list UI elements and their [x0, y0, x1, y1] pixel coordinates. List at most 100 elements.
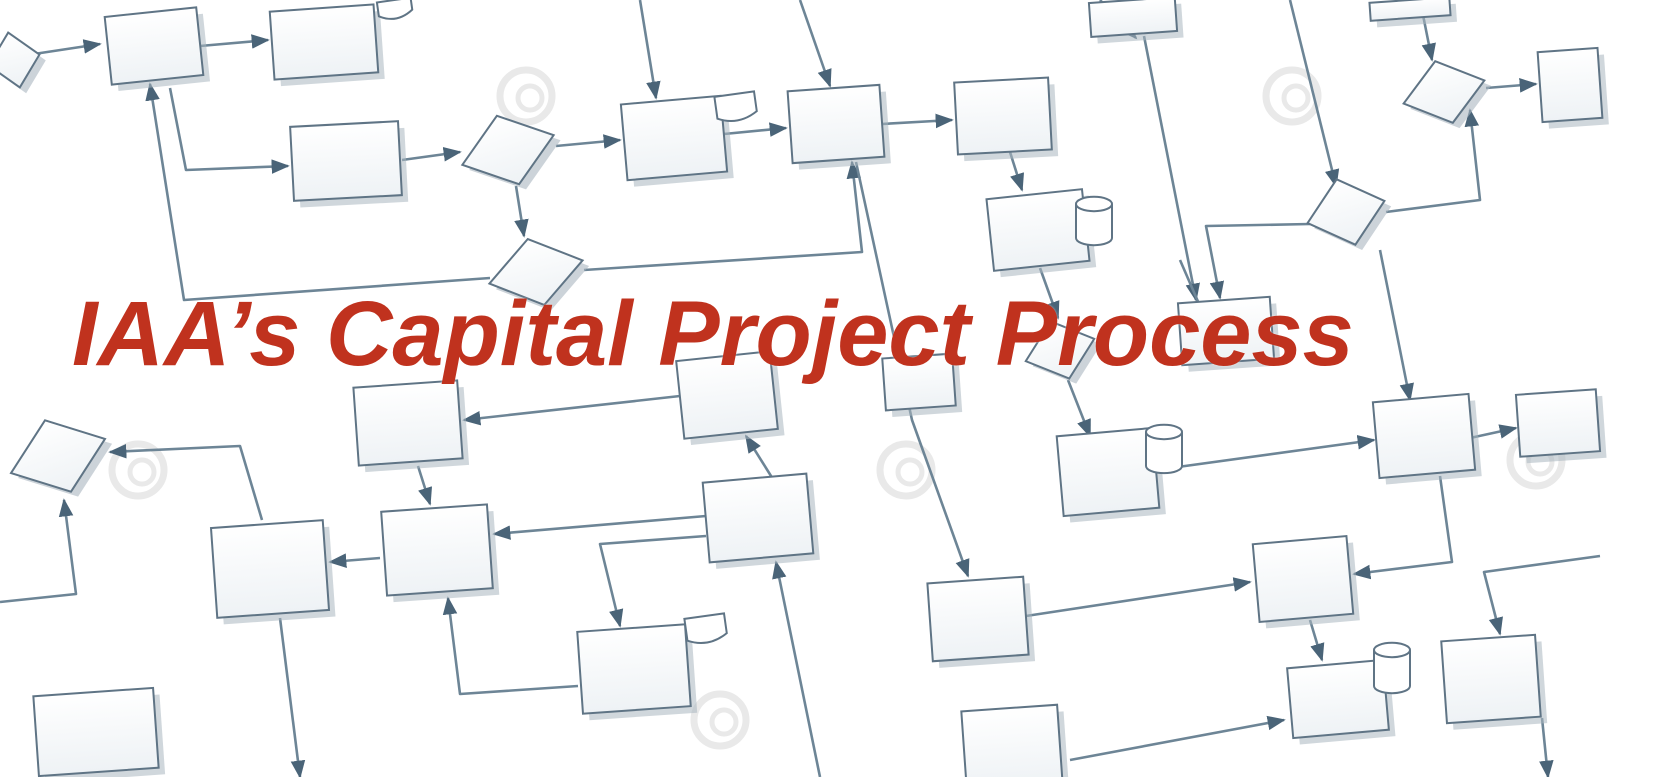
process-box — [32, 686, 166, 777]
decision-diamond-face — [1402, 60, 1486, 124]
process-box — [103, 6, 211, 91]
connector-arrow — [1378, 249, 1414, 402]
connector-arrow — [854, 161, 970, 578]
process-box-face — [1251, 534, 1355, 624]
connector-arrow — [598, 534, 707, 628]
watermark-swirl-inner — [895, 457, 925, 487]
connector-arrow — [1485, 78, 1538, 93]
process-box-face — [209, 519, 331, 619]
watermark-swirl — [876, 440, 936, 500]
decision-diamond — [1306, 178, 1392, 251]
connector-arrow — [1025, 577, 1252, 618]
connector-arrow — [416, 465, 433, 506]
process-box — [881, 352, 963, 417]
process-box-face — [1440, 633, 1542, 725]
process-box — [1368, 0, 1458, 28]
process-box-face — [960, 703, 1064, 777]
process-box — [289, 120, 409, 208]
database-cylinder — [1075, 195, 1113, 247]
connector-arrow — [1142, 35, 1200, 302]
process-box — [352, 379, 470, 473]
decision-diamond-face — [9, 419, 107, 493]
connector-arrow — [1385, 108, 1482, 214]
process-box-face — [985, 188, 1091, 272]
database-cylinder — [1145, 423, 1183, 475]
process-box — [1251, 534, 1360, 629]
process-box — [985, 188, 1097, 278]
decision-diamond — [0, 31, 46, 94]
process-box-face — [701, 472, 815, 564]
connector-arrow — [492, 514, 707, 540]
watermark-swirl — [496, 66, 556, 126]
process-box-face — [1536, 46, 1604, 124]
connector-arrow — [33, 39, 102, 56]
connector-arrow — [108, 443, 264, 521]
process-box — [675, 350, 785, 446]
connector-arrow — [1288, 0, 1340, 188]
database-cylinder-top — [1145, 423, 1183, 441]
process-box — [1536, 46, 1609, 129]
decision-diamond-face — [1024, 320, 1096, 380]
connector-arrow — [772, 560, 822, 777]
document-note-face — [713, 90, 758, 122]
decision-diamond-face — [0, 31, 41, 89]
connector-arrow — [723, 122, 788, 137]
connector-arrow — [1155, 435, 1376, 472]
document-note-face — [683, 612, 728, 644]
process-box — [1176, 295, 1281, 372]
connector-arrow — [1539, 717, 1554, 777]
process-box — [1055, 426, 1166, 523]
document-note — [683, 612, 728, 644]
decision-diamond-face — [487, 237, 585, 307]
connector-arrow — [881, 113, 954, 129]
process-box-face — [103, 6, 205, 86]
process-box-face — [786, 83, 886, 165]
process-box — [926, 575, 1036, 668]
document-note — [375, 0, 414, 20]
connector-arrow — [1352, 475, 1454, 580]
process-box — [1087, 0, 1184, 44]
document-note-face — [375, 0, 414, 20]
decision-diamond-face — [460, 114, 556, 186]
database-cylinder-body — [1373, 650, 1411, 695]
connector-arrow — [199, 34, 270, 49]
process-box-face — [1055, 426, 1161, 518]
process-box — [1440, 633, 1548, 730]
process-box-face — [953, 76, 1053, 156]
connector-arrow — [1069, 715, 1286, 762]
decision-diamond — [9, 419, 113, 497]
connector-arrow — [1308, 619, 1325, 662]
connector-arrow — [168, 87, 290, 174]
connector-arrow — [1066, 379, 1092, 438]
process-box — [1514, 388, 1607, 464]
process-box-face — [1514, 388, 1602, 458]
decision-diamond — [460, 114, 561, 190]
process-box-face — [352, 379, 464, 467]
process-box-face — [1368, 0, 1452, 22]
process-box-face — [926, 575, 1030, 663]
connector-arrow — [638, 0, 661, 100]
process-box — [960, 703, 1070, 777]
process-box — [1286, 658, 1396, 745]
connector-arrow — [514, 185, 529, 238]
connector-arrow — [583, 160, 864, 272]
process-box-face — [268, 3, 380, 81]
process-box-face — [380, 503, 494, 597]
connector-arrow — [145, 82, 491, 302]
process-box-face — [1371, 392, 1477, 480]
process-box — [701, 472, 820, 569]
watermark-swirl-inner — [1281, 83, 1311, 113]
decision-diamond — [1402, 60, 1492, 129]
database-cylinder-body — [1145, 432, 1183, 475]
connector-arrow — [328, 553, 381, 568]
watermark-swirl — [1262, 66, 1322, 126]
process-box — [786, 83, 891, 170]
watermark-swirl — [108, 440, 168, 500]
process-box-face — [1176, 295, 1276, 367]
database-cylinder-body — [1075, 204, 1113, 247]
process-box-face — [619, 94, 729, 182]
connector-arrow — [1204, 222, 1311, 300]
process-box — [953, 76, 1059, 162]
